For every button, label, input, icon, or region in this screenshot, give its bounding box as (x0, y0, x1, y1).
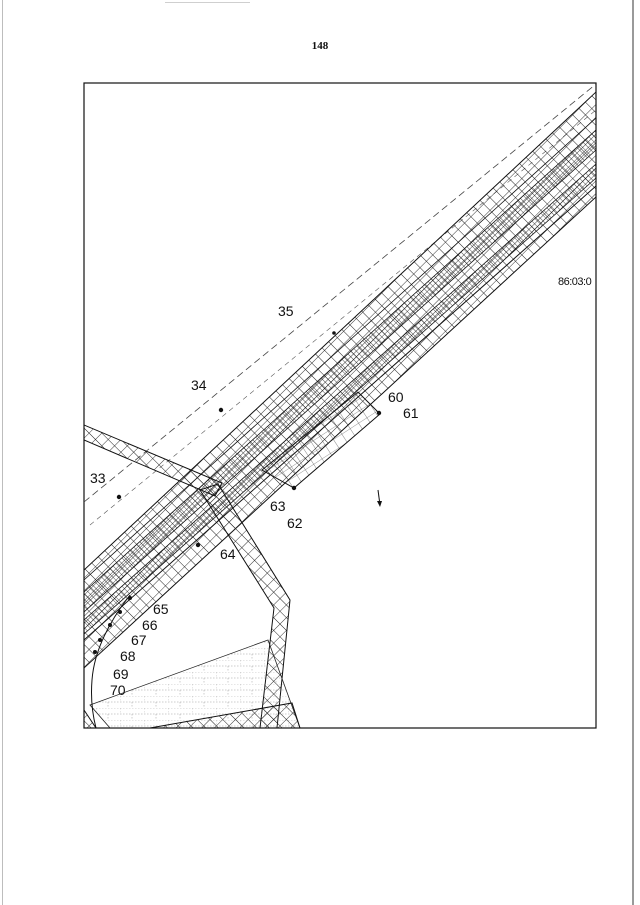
parcel-label-34: 34 (191, 377, 207, 393)
boundary-points (93, 331, 382, 654)
parcel-label-65: 65 (153, 601, 169, 617)
parcel-label-64: 64 (220, 546, 236, 562)
parcel-label-35: 35 (278, 303, 294, 319)
parcel-label-66: 66 (142, 617, 158, 633)
parcel-label-68: 68 (120, 648, 136, 664)
page-edge-left (2, 0, 3, 905)
road-lane-line-2 (84, 117, 596, 581)
dashed-boundary-upper (84, 83, 596, 503)
north-arrow-icon (377, 489, 382, 507)
scan-artifact (165, 2, 250, 3)
parcel-label-67: 67 (131, 632, 147, 648)
parcel-label-62: 62 (287, 515, 303, 531)
parcel-label-69: 69 (113, 666, 129, 682)
lower-road (149, 702, 301, 728)
curved-boundary (91, 594, 131, 728)
parcel-label-60: 60 (388, 389, 404, 405)
parcel-label-61: 61 (403, 405, 419, 421)
page-edge-right (632, 0, 634, 905)
lower-parcel (89, 639, 301, 728)
page-number: 148 (311, 40, 329, 52)
parcel-label-63: 63 (270, 498, 286, 514)
timestamp-label: 86:03:0 (558, 276, 592, 288)
lower-left-corner (84, 709, 97, 728)
parcel-label-70: 70 (110, 682, 126, 698)
dashed-boundary-middle (89, 109, 596, 526)
road-centre-strip-2 (84, 163, 596, 635)
parcel-label-33: 33 (90, 470, 106, 486)
